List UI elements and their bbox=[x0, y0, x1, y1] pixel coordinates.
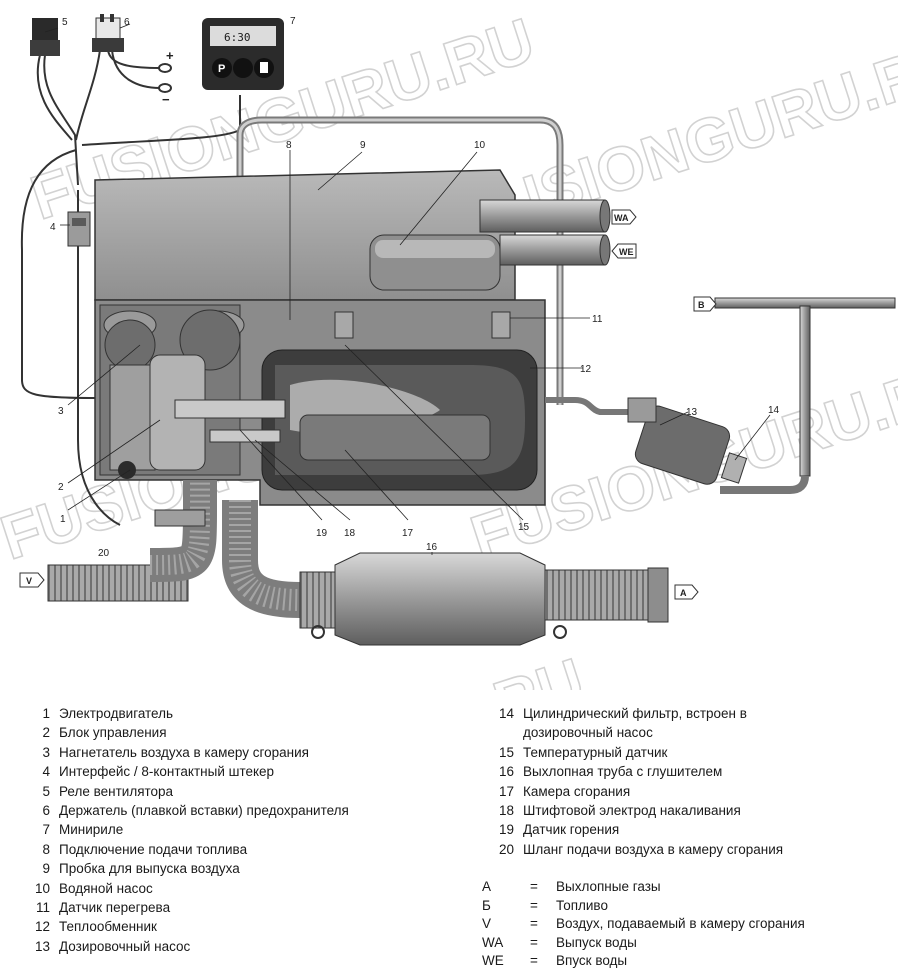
dosing-pump bbox=[627, 397, 748, 485]
fuse-holder bbox=[92, 14, 124, 52]
combustion-chamber bbox=[299, 414, 491, 461]
port-we-tag: WE bbox=[611, 243, 637, 259]
callout-19: 19 bbox=[316, 528, 328, 539]
heater-diagram: FUSIONGURU.RU FUSIONGURU.RU FUSIONGURU.R… bbox=[0, 5, 898, 690]
battery-leads: + − bbox=[158, 48, 174, 107]
callout-1: 1 bbox=[60, 514, 66, 525]
port-a-tag: A bbox=[674, 584, 699, 600]
callout-15: 15 bbox=[518, 522, 530, 533]
callout-2: 2 bbox=[58, 482, 64, 493]
callout-8: 8 bbox=[286, 140, 292, 151]
abbreviation-item: Б=Топливо bbox=[482, 897, 608, 913]
exhaust-pipe bbox=[222, 500, 669, 646]
svg-text:B: B bbox=[698, 300, 705, 310]
port-wa-tag: WA bbox=[611, 209, 637, 225]
callout-12: 12 bbox=[580, 364, 592, 375]
abbreviation-item: A=Выхлопные газы bbox=[482, 879, 661, 894]
svg-text:WA: WA bbox=[614, 213, 629, 223]
callout-3: 3 bbox=[58, 406, 64, 417]
fan-relay bbox=[30, 18, 60, 56]
callout-4: 4 bbox=[50, 222, 56, 233]
svg-text:6:30: 6:30 bbox=[224, 31, 251, 44]
callout-6: 6 bbox=[124, 17, 130, 28]
callout-14: 14 bbox=[768, 405, 780, 416]
callout-16: 16 bbox=[426, 542, 438, 553]
water-pump bbox=[369, 234, 501, 291]
abbreviation-item: V=Воздух, подаваемый в камеру сгорания bbox=[482, 916, 805, 932]
svg-text:FUSIONGURU.RU: FUSIONGURU.RU bbox=[73, 646, 592, 690]
callout-numbers: 1 2 3 4 5 6 7 8 9 10 11 12 13 14 15 16 1… bbox=[50, 16, 780, 559]
abbreviation-item: WA=Выпуск воды bbox=[482, 934, 637, 950]
abbreviation-item: WE=Впуск воды bbox=[482, 953, 628, 969]
air-intake-hose bbox=[47, 480, 217, 602]
svg-text:WE: WE bbox=[619, 247, 634, 257]
fuel-line bbox=[545, 297, 896, 494]
svg-text:A: A bbox=[680, 588, 687, 598]
mini-controller: 6:30 P bbox=[202, 18, 284, 90]
leader-lines bbox=[44, 23, 771, 555]
callout-20: 20 bbox=[98, 548, 110, 559]
callout-9: 9 bbox=[360, 140, 366, 151]
overheat-sensor bbox=[334, 311, 511, 339]
svg-text:P: P bbox=[218, 63, 225, 75]
callout-7: 7 bbox=[290, 16, 296, 27]
callout-11: 11 bbox=[592, 314, 603, 325]
callout-17: 17 bbox=[402, 528, 414, 539]
abbreviation-list: A=Выхлопные газы Б=Топливо V=Воздух, под… bbox=[480, 878, 805, 971]
port-v-tag: V bbox=[19, 572, 45, 588]
callout-10: 10 bbox=[474, 140, 486, 151]
port-b-tag: B bbox=[693, 296, 717, 312]
water-ports bbox=[479, 199, 611, 266]
svg-text:−: − bbox=[162, 92, 170, 107]
connector-8pin bbox=[67, 211, 91, 247]
svg-text:V: V bbox=[26, 576, 32, 586]
callout-5: 5 bbox=[62, 17, 68, 28]
motor-control-unit bbox=[109, 354, 206, 479]
svg-text:+: + bbox=[166, 48, 174, 63]
callout-18: 18 bbox=[344, 528, 356, 539]
callout-13: 13 bbox=[686, 407, 698, 418]
